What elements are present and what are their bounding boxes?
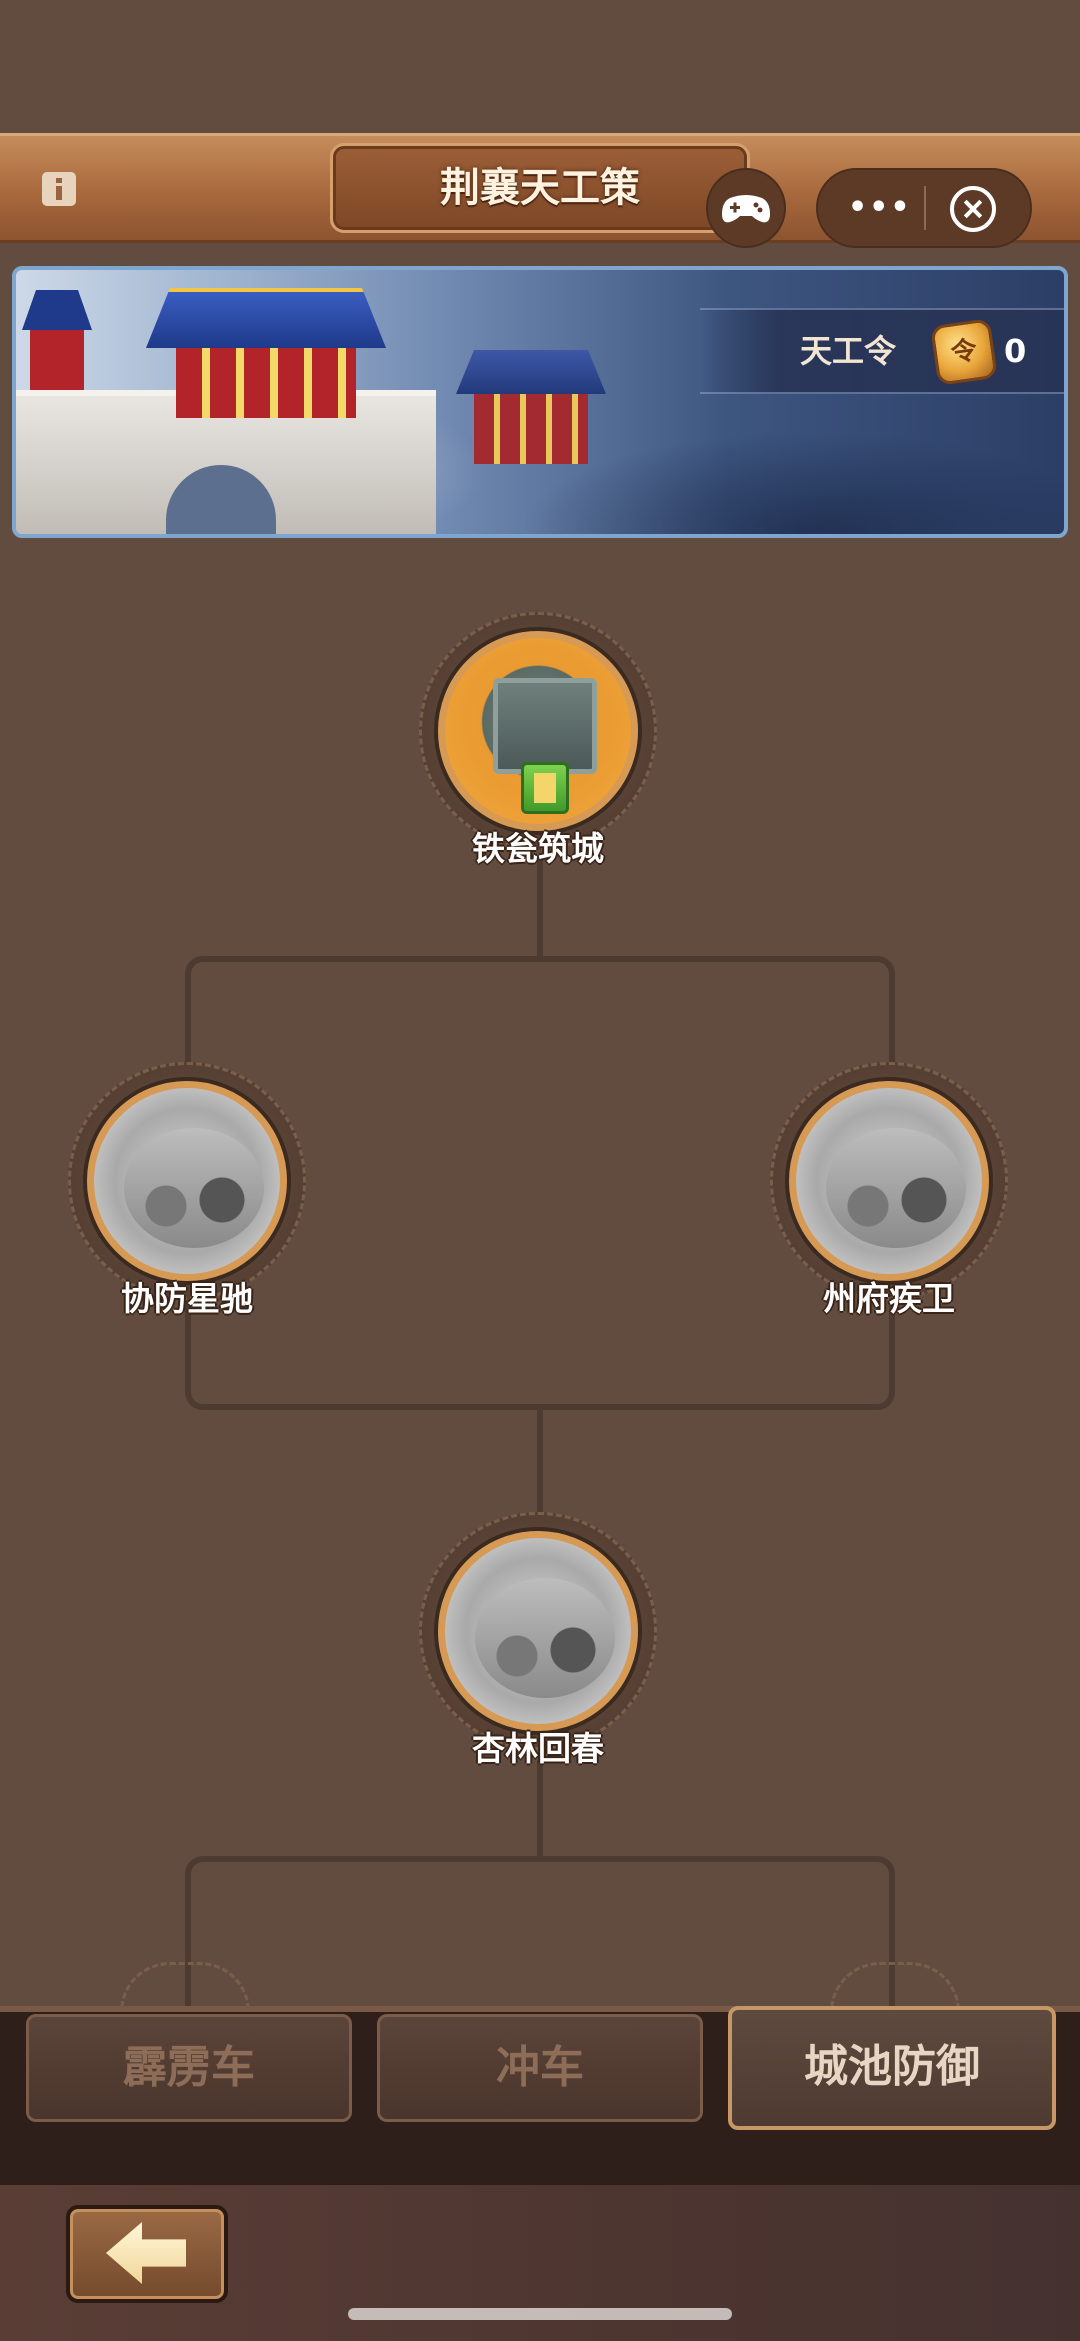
skill-node-xinglinhuichun[interactable] xyxy=(438,1531,638,1731)
tab-chengchifangyu[interactable]: 城池防御 xyxy=(728,2006,1056,2130)
close-icon[interactable] xyxy=(950,186,996,232)
token-icon xyxy=(930,318,998,386)
gamepad-button[interactable] xyxy=(706,168,786,248)
currency-panel xyxy=(700,308,1064,394)
castle-tower xyxy=(176,348,356,418)
skill-node-tiewengzhucheng[interactable] xyxy=(438,631,638,831)
castle-tower xyxy=(474,394,588,464)
tree-connector xyxy=(537,1410,543,1520)
castle-roof xyxy=(456,350,606,394)
fortress-image xyxy=(493,678,597,774)
skill-node-zhoufujiwei[interactable] xyxy=(789,1081,989,1281)
capsule-divider xyxy=(924,186,926,230)
gamepad-icon xyxy=(722,195,770,223)
skill-node-label: 杏林回春 xyxy=(472,1729,604,1768)
title-plaque xyxy=(330,143,750,233)
castle-roof xyxy=(146,288,386,348)
more-button[interactable]: ••• xyxy=(848,190,912,225)
tree-connector xyxy=(185,1856,895,2016)
banner xyxy=(12,266,1068,538)
info-icon[interactable] xyxy=(42,172,76,206)
locked-skill-image xyxy=(124,1128,264,1248)
tab-chongche[interactable]: 冲车 xyxy=(377,2014,703,2122)
tab-pililiche[interactable]: 霹雳车 xyxy=(26,2014,352,2122)
skill-node-label: 协防星驰 xyxy=(121,1279,253,1318)
tree-connector xyxy=(537,1760,543,1856)
tab-bar-edge xyxy=(0,2006,1080,2012)
home-indicator[interactable] xyxy=(348,2308,732,2320)
locked-skill-image xyxy=(826,1128,966,1248)
castle-tower xyxy=(30,330,84,390)
page-title: 荆襄天工策 xyxy=(440,165,640,211)
locked-skill-image xyxy=(475,1578,615,1698)
tower-badge-icon xyxy=(521,762,569,814)
currency-count: 0 xyxy=(1004,332,1027,370)
skill-node-label: 铁瓮筑城 xyxy=(472,829,604,868)
skill-node-xiefangxingchi[interactable] xyxy=(87,1081,287,1281)
currency-label: 天工令 xyxy=(800,332,897,370)
tree-connector xyxy=(537,860,543,956)
skill-node-label: 州府疾卫 xyxy=(823,1279,955,1318)
